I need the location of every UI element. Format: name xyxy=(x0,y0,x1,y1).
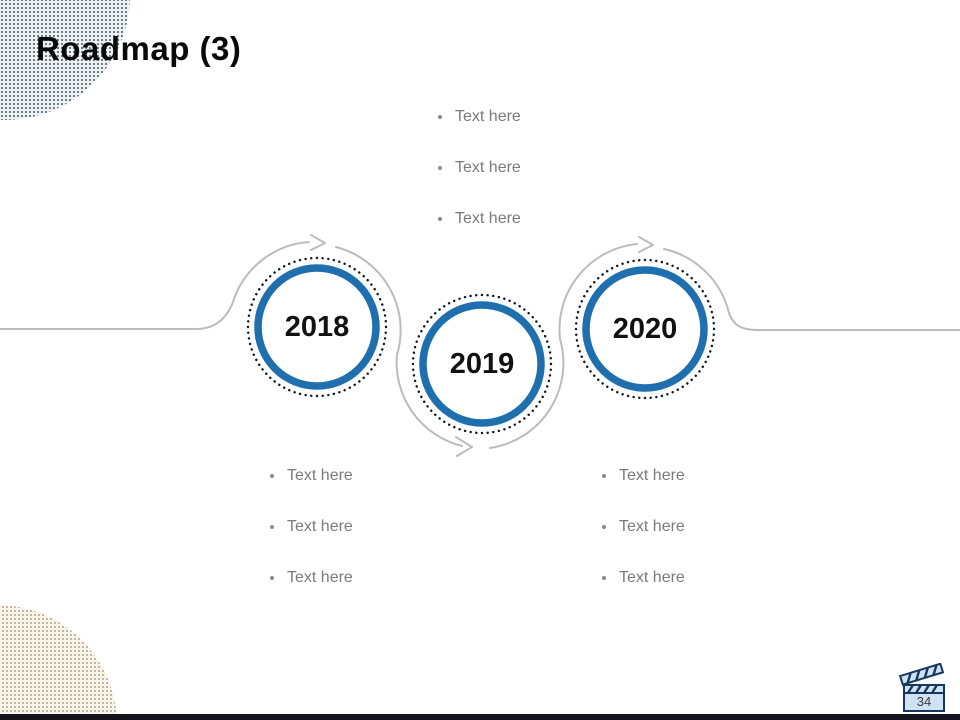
arrow-icon xyxy=(455,436,473,457)
milestone-circle-graphic xyxy=(574,258,716,400)
list-item-text: Text here xyxy=(455,107,521,125)
dotted-circle-decoration-top-left xyxy=(0,0,130,120)
milestone-2020: 2020 xyxy=(573,257,717,401)
list-item: Text here xyxy=(438,91,521,142)
page-title: Roadmap (3) xyxy=(36,30,242,67)
bullet-icon xyxy=(602,473,606,478)
bullet-icon xyxy=(438,216,442,221)
list-item: Text here xyxy=(602,450,685,501)
arrow-icon xyxy=(310,234,326,251)
bullet-icon xyxy=(270,575,274,580)
list-item: Text here xyxy=(270,552,353,603)
bullet-list-bottom-right: Text here Text here Text here xyxy=(602,450,685,603)
bullet-list-bottom-left: Text here Text here Text here xyxy=(270,450,353,603)
list-item: Text here xyxy=(602,501,685,552)
arrow-icon xyxy=(638,236,654,253)
milestone-year-label: 2018 xyxy=(284,310,350,343)
milestone-circle-graphic xyxy=(246,256,388,398)
list-item: Text here xyxy=(602,552,685,603)
milestone-2019: 2019 xyxy=(410,292,554,436)
bullet-icon xyxy=(438,114,442,119)
milestone-circle-graphic xyxy=(411,293,553,435)
list-item-text: Text here xyxy=(619,568,685,586)
list-item: Text here xyxy=(270,501,353,552)
list-item: Text here xyxy=(270,450,353,501)
list-item: Text here xyxy=(438,142,521,193)
list-item-text: Text here xyxy=(455,209,521,227)
bullet-icon xyxy=(438,165,442,170)
footer-bar xyxy=(0,714,960,720)
list-item-text: Text here xyxy=(619,517,685,535)
milestone-year-label: 2019 xyxy=(449,347,515,380)
bullet-icon xyxy=(602,524,606,529)
list-item: Text here xyxy=(438,193,521,244)
milestone-year-label: 2020 xyxy=(612,312,678,345)
bullet-list-top: Text here Text here Text here xyxy=(438,91,521,244)
list-item-text: Text here xyxy=(287,466,353,484)
bullet-icon xyxy=(602,575,606,580)
bullet-icon xyxy=(270,524,274,529)
list-item-text: Text here xyxy=(455,158,521,176)
clapperboard-icon-graphic xyxy=(898,662,945,712)
bullet-icon xyxy=(270,473,274,478)
list-item-text: Text here xyxy=(287,568,353,586)
list-item-text: Text here xyxy=(619,466,685,484)
clapperboard-icon: 34 xyxy=(898,662,950,713)
list-item-text: Text here xyxy=(287,517,353,535)
milestone-2018: 2018 xyxy=(245,255,389,399)
page-number: 34 xyxy=(916,694,932,709)
